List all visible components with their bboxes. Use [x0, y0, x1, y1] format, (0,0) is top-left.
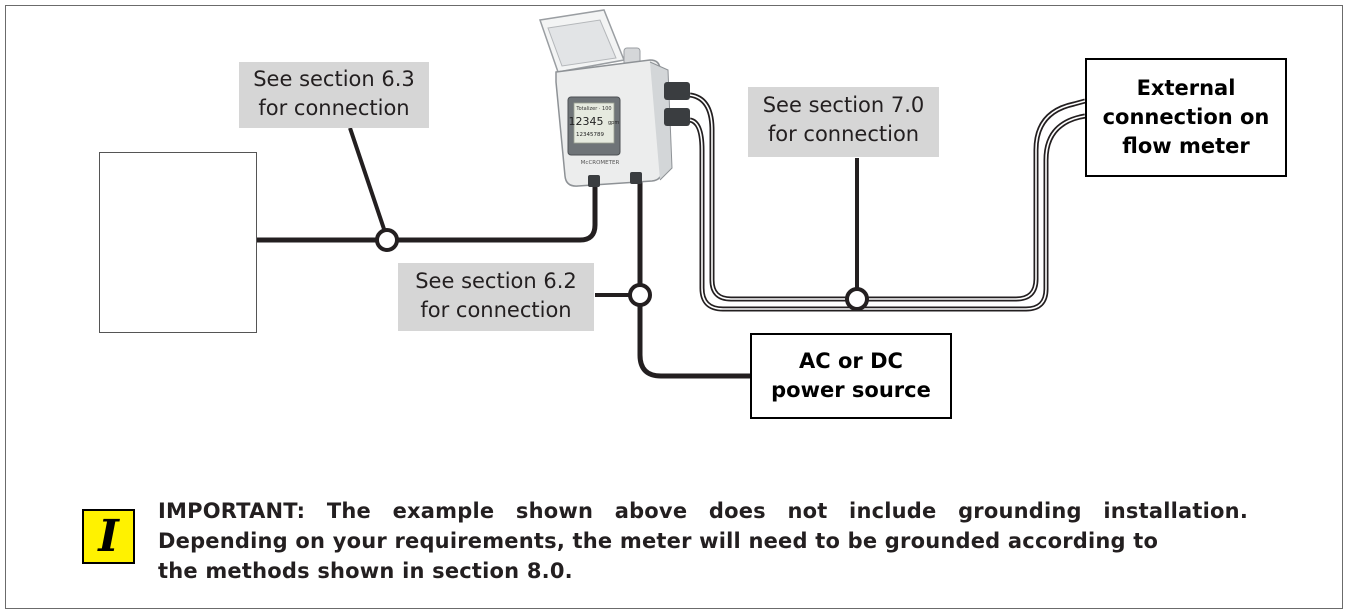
external-flow-meter-box: External connection on flow meter [1085, 58, 1287, 177]
screen-total: 12345789 [576, 132, 604, 138]
sensor-photo-frame [99, 152, 257, 333]
box-line: connection on [1102, 105, 1270, 129]
power-cable [637, 180, 750, 379]
power-source-box: AC or DC power source [750, 333, 952, 419]
leader-ring-6-2 [628, 283, 652, 307]
box-line: flow meter [1122, 134, 1250, 158]
callout-line: for connection [420, 298, 572, 322]
screen-header: Totalizer · 100 [575, 106, 611, 112]
important-icon: I [82, 509, 135, 564]
callout-section-7-0: See section 7.0 for connection [748, 87, 939, 157]
leader-ring-7-0 [845, 287, 869, 311]
meter-enclosure-illustration: Totalizer · 100 12345 gpm 12345789 McCRO… [538, 9, 690, 187]
important-note: IMPORTANT: The example shown above does … [158, 496, 1248, 586]
box-line: External [1136, 76, 1236, 100]
screen-unit: gpm [608, 120, 619, 126]
sensor-cable [257, 173, 598, 243]
box-line: AC or DC [799, 349, 903, 373]
callout-line: See section 7.0 [762, 93, 925, 117]
note-line: IMPORTANT: The example shown above does … [158, 499, 1248, 523]
note-line: the methods shown in section 8.0. [158, 559, 573, 583]
screen-value: 12345 [569, 115, 604, 128]
box-line: power source [771, 378, 931, 402]
leader-6-3 [348, 127, 389, 239]
brand-label: McCROMETER [581, 160, 620, 166]
callout-line: for connection [767, 122, 920, 146]
important-icon-letter: I [98, 510, 119, 562]
leader-ring-6-3 [375, 228, 399, 252]
callout-line: See section 6.2 [415, 269, 577, 293]
diagram-frame [5, 5, 1343, 609]
callout-line: See section 6.3 [253, 67, 415, 91]
callout-section-6-3: See section 6.3 for connection [239, 62, 429, 128]
note-line: Depending on your requirements, the mete… [158, 529, 1159, 553]
callout-section-6-2: See section 6.2 for connection [398, 263, 594, 331]
callout-line: for connection [258, 96, 410, 120]
